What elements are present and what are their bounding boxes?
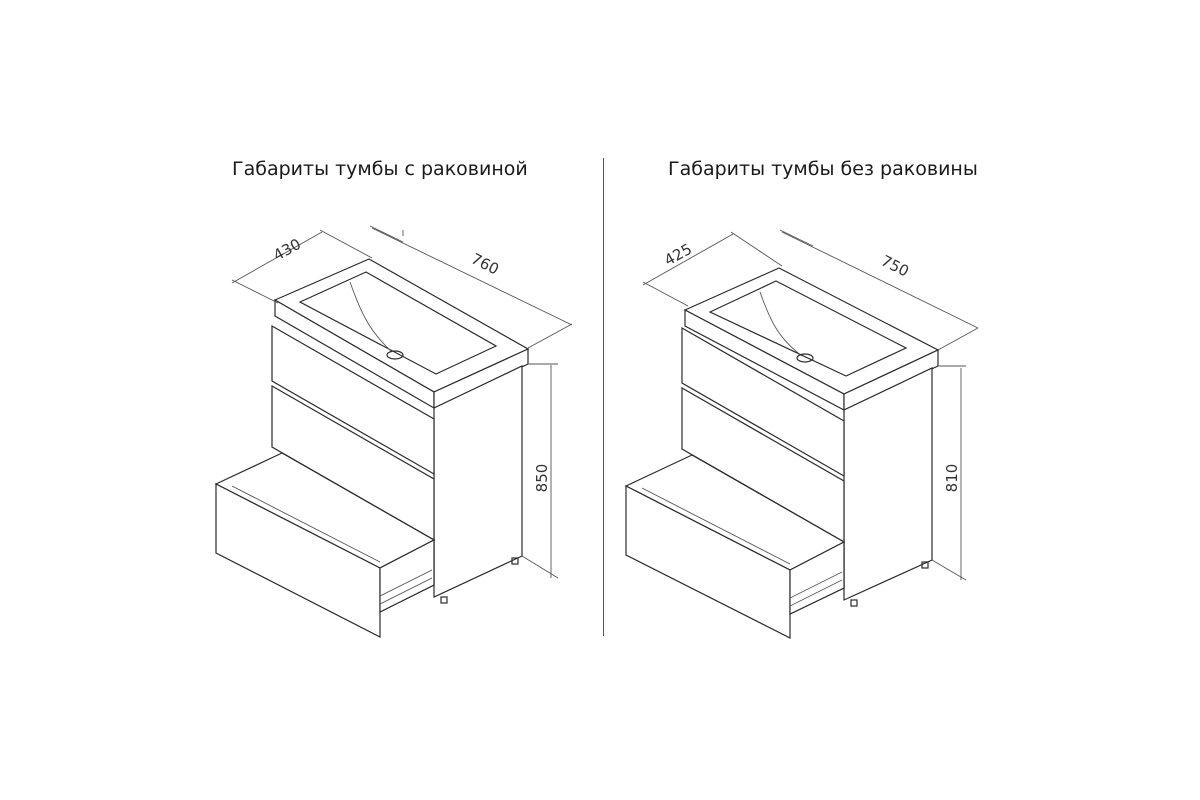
height-label-right: 810 [943,464,961,493]
cabinet-with-sink-drawing: 430 760 850 [214,225,573,638]
height-label-left: 850 [533,464,551,493]
panel-divider [603,158,604,636]
title-without-sink: Габариты тумбы без раковины [668,158,978,180]
depth-label-left: 430 [270,235,304,265]
title-with-sink: Габариты тумбы с раковиной [232,158,528,180]
cabinet-without-sink-drawing: 425 750 810 [624,229,979,639]
width-label-left: 760 [468,250,502,279]
width-label-right: 750 [878,252,912,281]
